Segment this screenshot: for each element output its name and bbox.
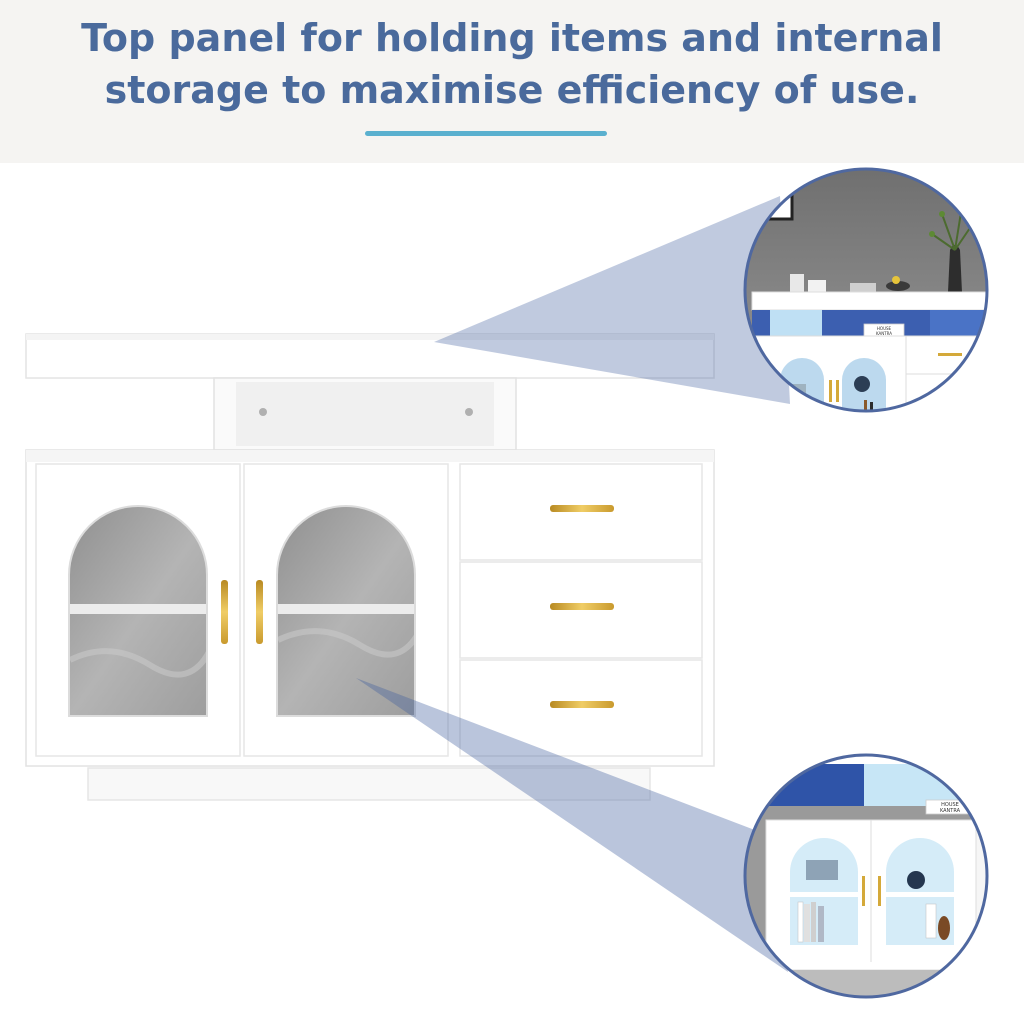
door-handle-right [256, 580, 263, 644]
callout-beam-top [434, 196, 790, 404]
headline-line-1: Top panel for holding items and internal [81, 16, 943, 60]
drawer-handle-3 [550, 701, 614, 708]
headline: Top panel for holding items and internal… [0, 12, 1024, 116]
door-handle-left [221, 580, 228, 644]
detail-circle-internal-storage: HOUSE KANTRA [743, 753, 989, 999]
headline-banner: Top panel for holding items and internal… [0, 0, 1024, 163]
book-label-bottom: KANTRA [876, 331, 892, 336]
cabinet [25, 333, 715, 801]
book-label-top-2: HOUSE [941, 802, 959, 808]
drawer-handle-1 [550, 505, 614, 512]
headline-line-2: storage to maximise efficiency of use. [104, 68, 920, 112]
callout-beam-bottom [356, 678, 788, 972]
accent-underline [365, 131, 607, 136]
drawer-handle-2 [550, 603, 614, 610]
book-label-bottom-2: KANTRA [940, 808, 961, 814]
book-label-top: HOUSE [877, 326, 892, 331]
